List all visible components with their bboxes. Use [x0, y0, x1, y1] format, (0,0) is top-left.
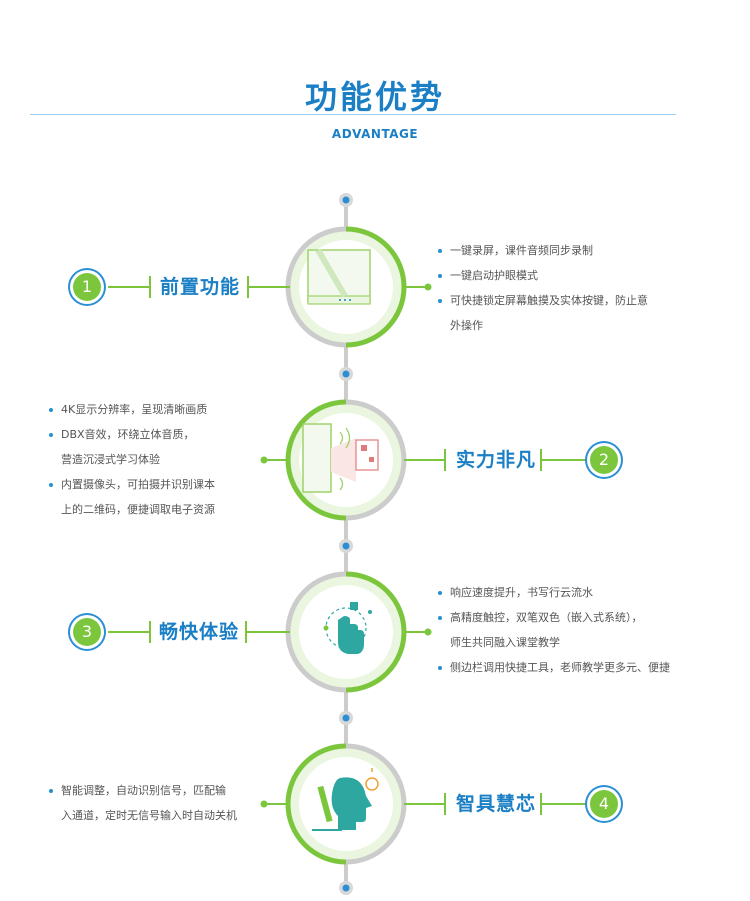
section-3-label: 畅快体验 [159, 621, 240, 643]
section-3-graphic [108, 571, 432, 693]
smart-head-icon [312, 768, 379, 831]
page-subtitle: ADVANTAGE [331, 127, 419, 141]
section-4-number-badge: 4 [590, 790, 618, 818]
touch-hand-icon [323, 602, 372, 654]
feature-item: DBX音效，环绕立体音质，营造沉浸式学习体验 [49, 422, 215, 472]
section-1-number-badge: 1 [73, 273, 101, 301]
feature-item: 响应速度提升，书写行云流水 [438, 580, 670, 605]
section-1-graphic [108, 226, 432, 348]
feature-item: 4K显示分辨率，呈现清晰画质 [49, 397, 215, 422]
feature-item: 高精度触控，双笔双色（嵌入式系统），师生共同融入课堂教学 [438, 605, 670, 655]
section-2-number-badge: 2 [590, 446, 618, 474]
feature-item: 内置摄像头，可拍摄并识别课本上的二维码，便捷调取电子资源 [49, 472, 215, 522]
page-title: 功能优势 [304, 78, 445, 116]
qr-scan-icon [302, 423, 379, 493]
feature-item: 一键启动护眼模式 [438, 263, 648, 288]
section-3-number-badge: 3 [73, 618, 101, 646]
section-2-graphic [260, 399, 586, 521]
feature-item: 智能调整，自动识别信号，匹配输入通道，定时无信号输入时自动关机 [49, 778, 237, 828]
feature-item: 一键录屏，课件音频同步录制 [438, 238, 648, 263]
section-1-label: 前置功能 [160, 276, 241, 298]
section-1-features: 一键录屏，课件音频同步录制 一键启动护眼模式 可快捷锁定屏幕触摸及实体按键，防止… [438, 238, 648, 338]
section-4-graphic [260, 743, 586, 865]
section-2-features: 4K显示分辨率，呈现清晰画质 DBX音效，环绕立体音质，营造沉浸式学习体验 内置… [49, 397, 215, 522]
section-2-label: 实力非凡 [456, 449, 537, 471]
title-divider [30, 114, 676, 115]
section-4-label: 智具慧芯 [456, 793, 537, 815]
feature-item: 可快捷锁定屏幕触摸及实体按键，防止意外操作 [438, 288, 648, 338]
section-3-features: 响应速度提升，书写行云流水 高精度触控，双笔双色（嵌入式系统），师生共同融入课堂… [438, 580, 670, 680]
section-4-features: 智能调整，自动识别信号，匹配输入通道，定时无信号输入时自动关机 [49, 778, 237, 828]
timeline-dots [339, 193, 353, 895]
monitor-front-icon [307, 248, 371, 305]
feature-item: 侧边栏调用快捷工具，老师教学更多元、便捷 [438, 655, 670, 680]
